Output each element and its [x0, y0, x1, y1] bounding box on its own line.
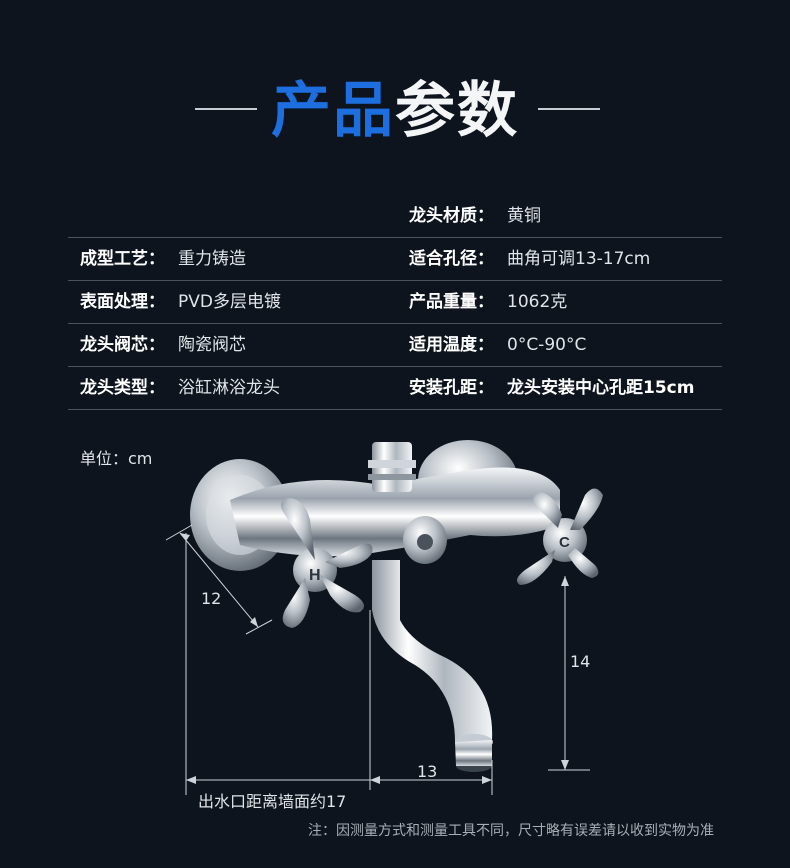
dimension-label-13: 13 — [417, 762, 438, 781]
spec-value: 龙头安装中心孔距15cm — [507, 378, 695, 398]
spec-label: 适合孔径： — [409, 249, 494, 269]
spec-label: 龙头阀芯： — [80, 335, 165, 355]
spec-row: 表面处理： PVD多层电镀 产品重量： 1062克 — [68, 281, 722, 324]
spec-value: 重力铸造 — [178, 249, 246, 269]
cold-handle: C — [516, 488, 603, 585]
dimension-label-12: 12 — [201, 589, 222, 608]
page-title-rest: 参数 — [395, 76, 519, 146]
spec-row: 成型工艺： 重力铸造 适合孔径： 曲角可调13-17cm — [68, 238, 722, 281]
page-title: 产品参数 — [0, 78, 790, 144]
spec-value: 曲角可调13-17cm — [507, 249, 651, 269]
shower-connector — [372, 442, 412, 492]
title-divider-left — [195, 108, 257, 110]
hot-mark: H — [309, 567, 321, 584]
spec-table: 龙头材质： 黄铜 成型工艺： 重力铸造 适合孔径： 曲角可调13-17cm 表面… — [68, 195, 722, 410]
title-divider-right — [538, 108, 600, 110]
diverter-knob — [403, 516, 447, 564]
footer-note: 注：因测量方式和测量工具不同，尺寸略有误差请以收到实物为准 — [308, 823, 714, 839]
faucet-spout — [372, 560, 493, 742]
spec-label: 表面处理： — [80, 292, 165, 312]
hot-handle: H — [281, 498, 373, 628]
dimension-lines — [165, 524, 590, 795]
cold-mark: C — [559, 534, 570, 551]
spec-label: 成型工艺： — [80, 249, 165, 269]
spec-value: 0°C-90°C — [507, 335, 587, 355]
spec-label: 龙头类型： — [80, 378, 165, 398]
spec-label: 龙头材质： — [409, 206, 494, 226]
faucet-body — [230, 467, 560, 557]
wall-flange-left — [190, 459, 290, 571]
title-section: 产品参数 — [0, 78, 790, 148]
spec-label: 产品重量： — [409, 292, 494, 312]
outlet-distance-label: 出水口距离墙面约17 — [198, 792, 347, 811]
spec-row: 龙头阀芯： 陶瓷阀芯 适用温度： 0°C-90°C — [68, 324, 722, 367]
spec-value: 浴缸淋浴龙头 — [178, 378, 280, 398]
spec-value: 1062克 — [507, 292, 568, 312]
spec-row: 龙头类型： 浴缸淋浴龙头 安装孔距： 龙头安装中心孔距15cm — [68, 367, 722, 410]
dimension-label-14: 14 — [570, 652, 591, 671]
page-title-highlight: 产品 — [271, 76, 395, 146]
spec-label: 安装孔距： — [409, 378, 494, 398]
spec-value: PVD多层电镀 — [178, 292, 281, 312]
unit-label: 单位：cm — [80, 449, 153, 468]
wall-flange-right — [418, 440, 518, 520]
spec-value: 黄铜 — [507, 206, 541, 226]
spec-label: 适用温度： — [409, 335, 494, 355]
spec-row: 龙头材质： 黄铜 — [68, 195, 722, 238]
spec-value: 陶瓷阀芯 — [178, 335, 246, 355]
